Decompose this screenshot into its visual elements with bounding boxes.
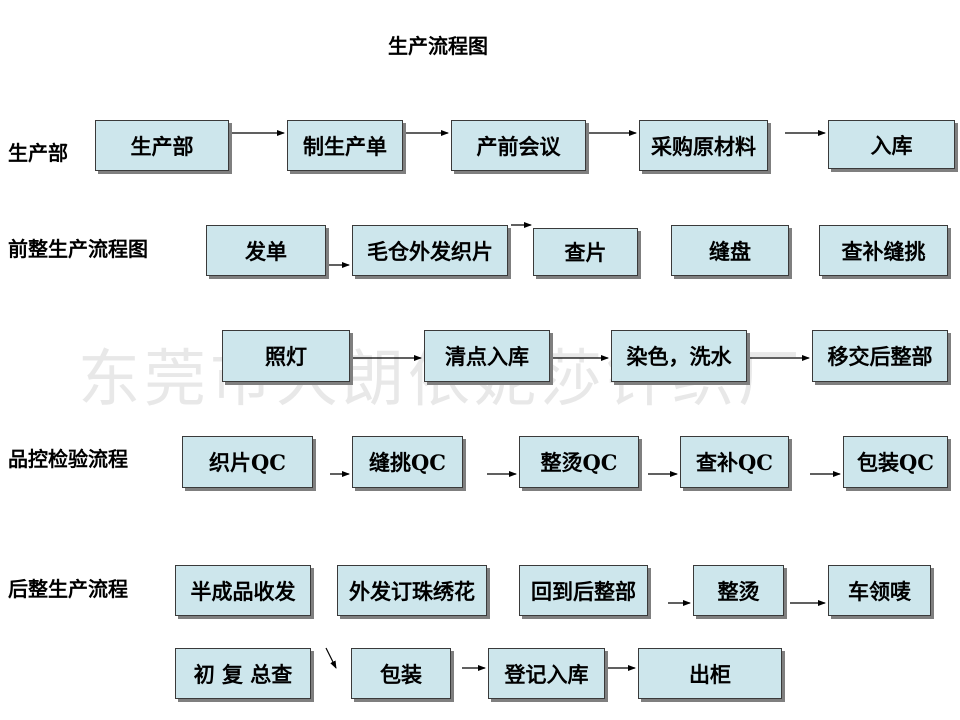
flow-step-count-and-store: 清点入库 [424, 330, 550, 382]
flow-step-linking: 缝盘 [671, 225, 789, 276]
flow-step-outsource-knitting: 毛仓外发织片 [352, 225, 508, 276]
flow-step-ship-container: 出柜 [638, 648, 782, 699]
flow-step-production-dept: 生产部 [95, 120, 229, 171]
flow-step-dye-and-wash: 染色，洗水 [611, 330, 747, 382]
flow-step-light-check: 照灯 [222, 330, 350, 382]
flow-step-warehousing: 入库 [828, 120, 955, 169]
flow-step-linking-qc: 缝挑QC [352, 436, 463, 488]
arrow [325, 647, 337, 669]
flow-step-final-inspection: 初 复 总查 [175, 648, 311, 699]
flow-step-panel-qc: 织片QC [182, 436, 313, 488]
flow-step-purchase-materials: 采购原材料 [639, 120, 768, 171]
flow-step-semi-finished-handling: 半成品收发 [175, 565, 311, 616]
flow-step-dispatch-order: 发单 [206, 225, 326, 276]
row-label-pre-finishing: 前整生产流程图 [8, 237, 148, 261]
row-label-quality: 品控检验流程 [8, 447, 128, 471]
flow-step-make-production-order: 制生产单 [287, 120, 403, 171]
flow-step-inspect-panels: 查片 [533, 228, 638, 276]
flow-step-pre-production-meeting: 产前会议 [451, 120, 586, 171]
row-label-production: 生产部 [8, 141, 68, 165]
flow-step-outsource-beading: 外发订珠绣花 [337, 565, 487, 616]
flow-step-pressing: 整烫 [693, 565, 784, 616]
flow-step-packing: 包装 [351, 648, 451, 699]
flow-step-packing-qc: 包装QC [843, 436, 948, 488]
flow-step-pressing-qc: 整烫QC [519, 436, 639, 488]
page-title: 生产流程图 [388, 34, 488, 58]
flow-step-mending-qc: 查补QC [680, 436, 789, 488]
flow-step-register-store: 登记入库 [488, 648, 605, 699]
row-label-post-finishing: 后整生产流程 [8, 577, 128, 601]
flow-step-sew-label: 车领唛 [828, 565, 931, 616]
flow-step-mend-and-link: 查补缝挑 [819, 225, 948, 276]
flow-step-return-to-post-finishing: 回到后整部 [519, 565, 648, 616]
flow-step-transfer-to-post-finishing: 移交后整部 [812, 330, 948, 382]
